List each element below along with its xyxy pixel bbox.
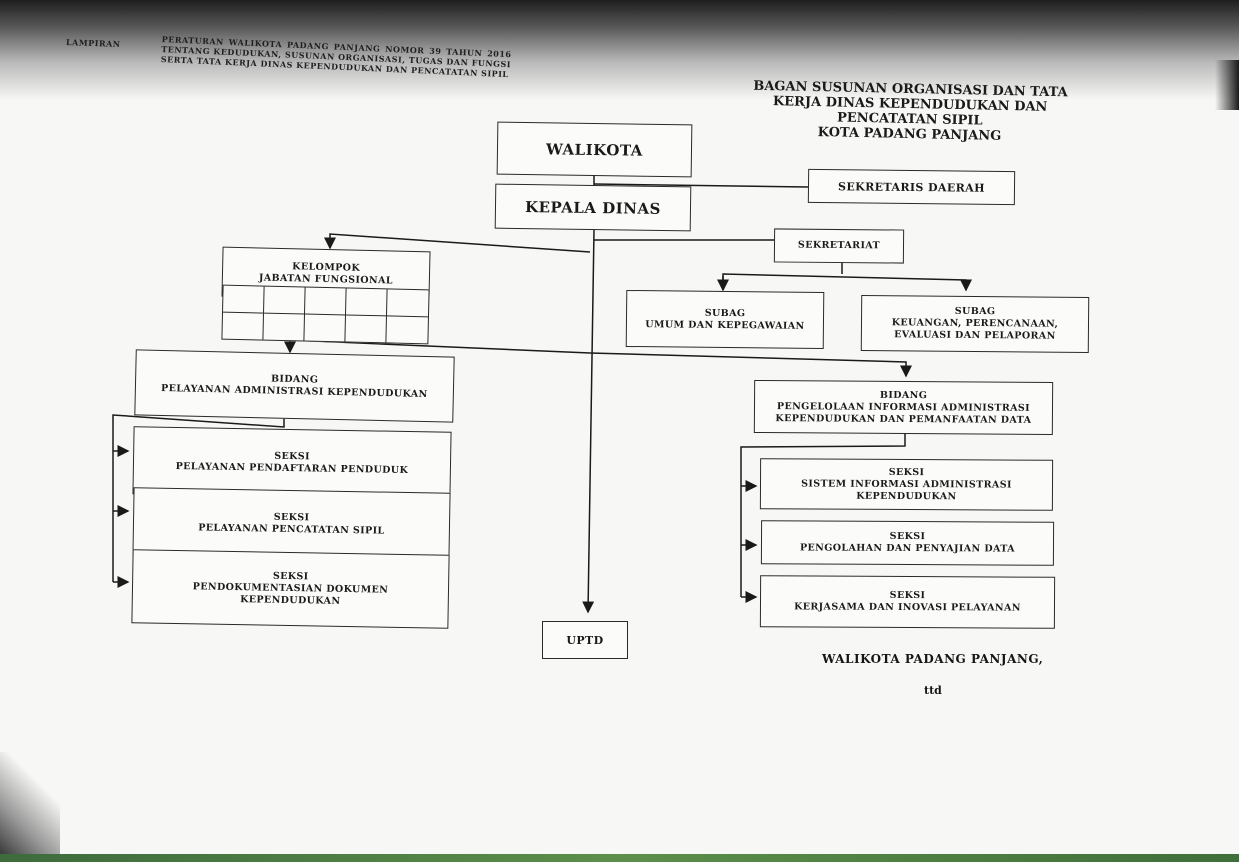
grid-cell [305,287,347,315]
seksi-r2-line2: PENGOLAHAN DAN PENYAJIAN DATA [799,542,1015,555]
box-bidang-pengelolaan-informasi: BIDANG PENGELOLAAN INFORMASI ADMINISTRAS… [753,379,1054,436]
scan-shadow-left [0,752,60,862]
seksi-r3-line2: KERJASAMA DAN INOVASI PELAYANAN [794,601,1021,614]
box-seksi-kerjasama-inovasi: SEKSI KERJASAMA DAN INOVASI PELAYANAN [759,575,1056,629]
bidang-pak-line2: PELAYANAN ADMINISTRASI KEPENDUDUKAN [160,382,428,401]
scan-shadow-right [1215,60,1239,110]
seksi-r2-line1: SEKSI [889,530,926,543]
seksi-l1-line2: PELAYANAN PENDAFTARAN PENDUDUK [175,460,409,477]
box-seksi-sistem-informasi: SEKSI SISTEM INFORMASI ADMINISTRASI KEPE… [759,458,1054,511]
box-sekretariat: SEKRETARIAT [773,228,905,264]
signature-name: WALIKOTA PADANG PANJANG, [822,652,1044,666]
seksi-l2-line1: SEKSI [273,511,310,524]
bidang-piak-line3: KEPENDUDUKAN DAN PEMANFAATAN DATA [775,412,1032,426]
box-walikota: WALIKOTA [496,121,693,178]
box-sekretaris-daerah: SEKRETARIS DAERAH [807,168,1016,206]
grid-cell [263,313,306,341]
sekretariat-label: SEKRETARIAT [797,239,881,252]
box-seksi-pengolahan-data: SEKSI PENGOLAHAN DAN PENYAJIAN DATA [760,520,1055,566]
box-subag-keuangan: SUBAG KEUANGAN, PERENCANAAN, EVALUASI DA… [860,295,1090,353]
seksi-r1-line3: KEPENDUDUKAN [856,490,957,502]
grid-cell [386,289,429,317]
grid-cell [345,314,387,343]
seksi-r3-line1: SEKSI [889,589,926,602]
seksi-l2-line2: PELAYANAN PENCATATAN SIPIL [198,522,385,537]
scan-shadow-top [0,0,1239,100]
line-subag-keu [722,273,972,292]
walikota-label: WALIKOTA [545,139,644,160]
box-bidang-pelayanan-adminduk: BIDANG PELAYANAN ADMINISTRASI KEPENDUDUK… [134,349,455,423]
grid-cell [386,316,428,343]
grid-cell [345,288,388,316]
box-uptd: UPTD [542,621,628,659]
line-sekda [593,183,809,188]
seksi-r1-line1: SEKSI [888,466,925,478]
box-subag-umum: SUBAG UMUM DAN KEPEGAWAIAN [625,289,825,350]
line-kelompok [324,233,591,253]
subag-keu-line3: EVALUASI DAN PELAPORAN [894,329,1056,342]
grid-cell [264,286,306,315]
line-left-bus [112,414,285,582]
bidang-piak-line1: BIDANG [879,389,928,401]
grid-cell [304,314,346,342]
bidang-pak-line1: BIDANG [270,373,319,386]
line-bidang-piak [589,352,912,378]
signature-ttd: ttd [924,684,942,697]
subag-umum-line1: SUBAG [704,307,746,319]
subag-keu-line1: SUBAG [954,305,996,318]
seksi-r1-line2: SISTEM INFORMASI ADMINISTRASI [801,477,1012,491]
seksi-l1-line1: SEKSI [274,450,311,463]
kepala-dinas-label: KEPALA DINAS [524,197,662,218]
uptd-label: UPTD [566,633,604,647]
grid-cell [222,312,265,340]
sekda-label: SEKRETARIS DAERAH [837,179,986,195]
subag-umum-line2: UMUM DAN KEPEGAWAIAN [645,318,805,332]
line-trunk-uptd [582,229,595,614]
fungsional-grid [221,284,430,345]
grid-cell [223,285,265,314]
scan-edge-bottom [0,854,1239,862]
box-kepala-dinas: KEPALA DINAS [494,183,692,232]
seksi-l3-line3: KEPENDUDUKAN [240,594,341,607]
seksi-l3-line1: SEKSI [272,570,309,583]
line-right-bus [740,432,906,597]
box-seksi-pendokumentasian: SEKSI PENDOKUMENTASIAN DOKUMEN KEPENDUDU… [131,549,450,629]
